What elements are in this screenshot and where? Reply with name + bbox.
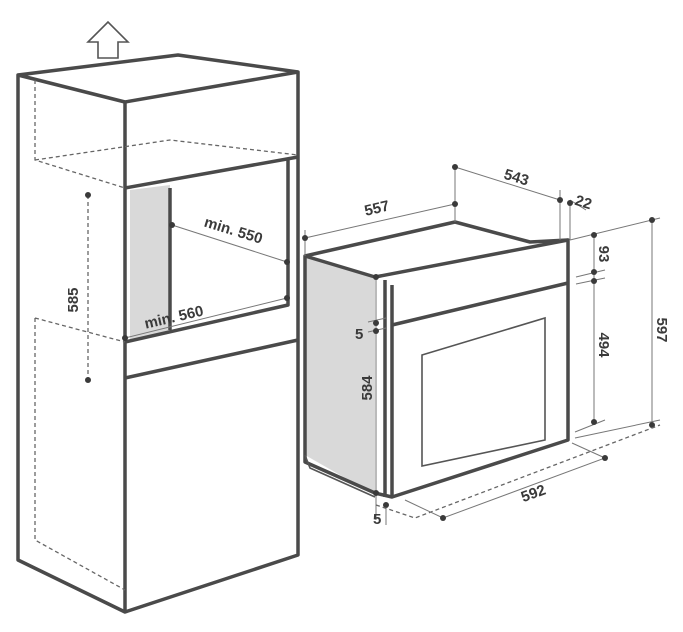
oven-dimensions: 557 543 22 93 494 597 5 584 5 592	[302, 164, 670, 528]
cabinet	[16, 53, 300, 614]
oven-body-height-label: 584	[359, 375, 376, 401]
cabinet-dimensions: 585 min. 550 min. 560	[65, 192, 290, 383]
cabinet-depth-label: min. 550	[202, 214, 264, 248]
oven	[303, 220, 570, 499]
oven-door-height-label: 494	[595, 332, 612, 358]
ventilation-arrow-icon	[86, 20, 130, 59]
oven-depth-body-label: 543	[502, 166, 531, 190]
oven-front-thickness-label: 22	[573, 192, 594, 213]
oven-gap-bottom-label: 5	[373, 511, 381, 528]
oven-total-height-label: 597	[653, 317, 670, 342]
oven-depth-total-label: 557	[363, 198, 391, 220]
cabinet-height-label: 585	[65, 287, 82, 312]
oven-panel-height-label: 93	[595, 246, 612, 263]
oven-gap-top-label: 5	[355, 326, 363, 343]
oven-width-label: 592	[519, 482, 548, 507]
